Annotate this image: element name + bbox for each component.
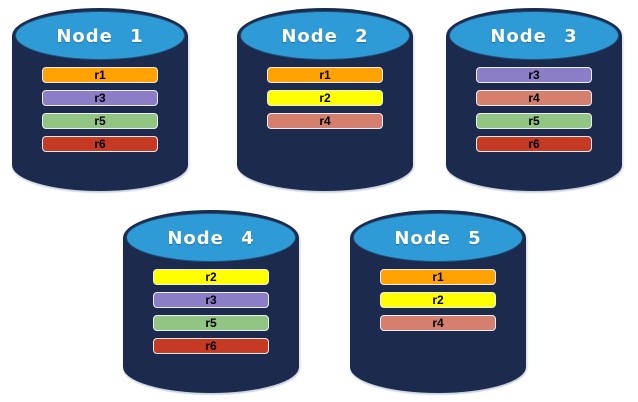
replica-bar-r3: r3 [42,90,158,106]
replica-list: r2 r3 r5 r6 [123,269,299,354]
replica-bar-r3: r3 [476,67,592,83]
node-label: Node 2 [281,26,369,47]
cylinder-top-ellipse: Node 5 [353,213,523,262]
replica-bar-r6: r6 [153,338,269,354]
replica-bar-r5: r5 [42,113,158,129]
replica-bar-r4: r4 [476,90,592,106]
cylinder-top-ellipse: Node 3 [449,11,619,60]
replica-bar-r1: r1 [267,67,383,83]
replica-bar-r2: r2 [267,90,383,106]
replica-list: r1 r2 r4 [237,67,413,129]
node-label: Node 3 [490,26,578,47]
replica-list: r1 r3 r5 r6 [12,67,188,152]
replica-bar-r6: r6 [42,136,158,152]
node-cylinder-4: Node 4 r2 r3 r5 r6 [123,210,299,393]
node-label: Node 5 [394,228,482,249]
node-label: Node 4 [167,228,255,249]
node-cylinder-5: Node 5 r1 r2 r4 [350,210,526,393]
replica-bar-r5: r5 [153,315,269,331]
node-label: Node 1 [56,26,144,47]
cylinder-top-ellipse: Node 4 [126,213,296,262]
replica-bar-r4: r4 [380,315,496,331]
node-cylinder-3: Node 3 r3 r4 r5 r6 [446,8,622,191]
replica-bar-r2: r2 [153,269,269,285]
cylinder-top-ellipse: Node 1 [15,11,185,60]
replica-list: r1 r2 r4 [350,269,526,331]
replica-bar-r5: r5 [476,113,592,129]
node-cylinder-2: Node 2 r1 r2 r4 [237,8,413,191]
replica-bar-r6: r6 [476,136,592,152]
replica-list: r3 r4 r5 r6 [446,67,622,152]
replica-bar-r1: r1 [42,67,158,83]
replica-bar-r1: r1 [380,269,496,285]
node-cylinder-1: Node 1 r1 r3 r5 r6 [12,8,188,191]
cylinder-top-ellipse: Node 2 [240,11,410,60]
replica-bar-r3: r3 [153,292,269,308]
replica-bar-r4: r4 [267,113,383,129]
replica-bar-r2: r2 [380,292,496,308]
